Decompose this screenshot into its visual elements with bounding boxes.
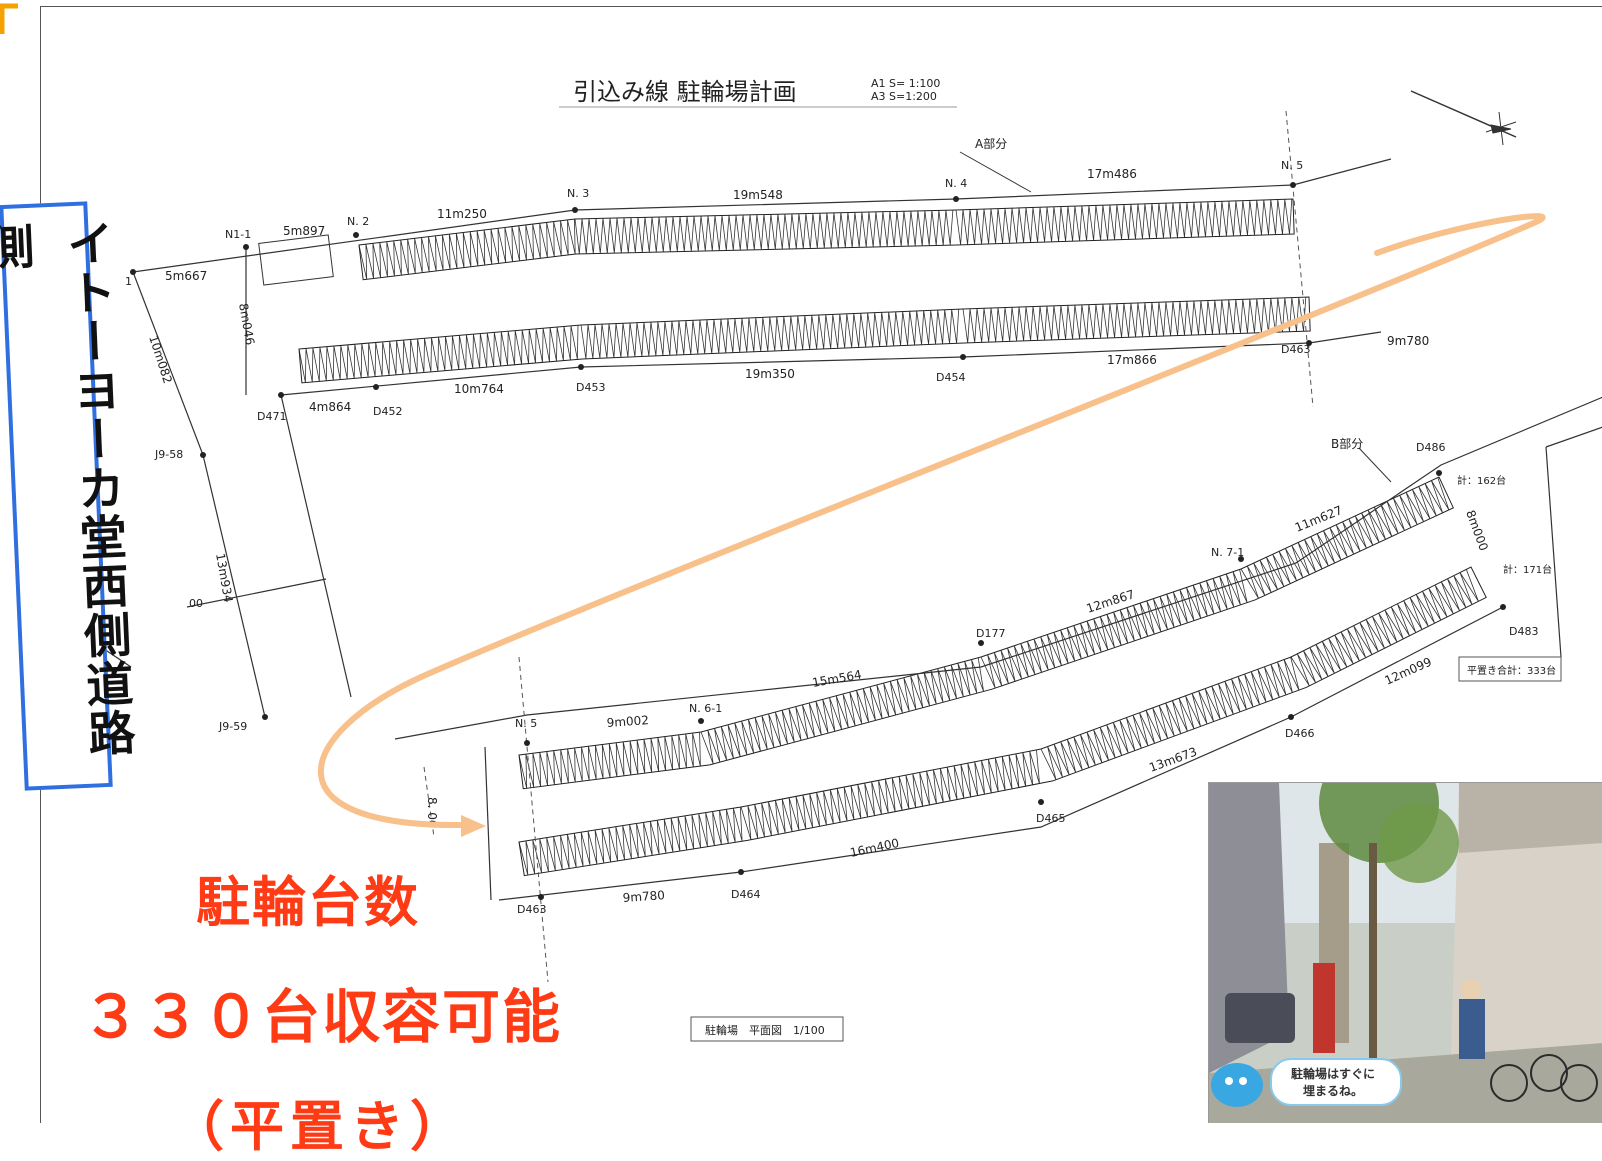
dimension-label: 13m673	[1147, 745, 1199, 775]
dimension-label: 5m897	[283, 224, 325, 238]
point-label: D486	[1416, 441, 1445, 454]
bike-row-outline	[298, 296, 1311, 384]
parking-row-b-lower	[518, 566, 1487, 877]
point-label: N. 5	[1281, 159, 1303, 172]
point-label: N. 3	[567, 187, 589, 200]
side-road-label-text: イトーヨーカ堂西側道路側	[0, 218, 136, 760]
point-label: D177	[976, 627, 1005, 640]
dimension-label: 9m780	[622, 888, 665, 905]
point-label: J9-59	[218, 720, 247, 733]
street-photo-image: 駐輪場はすぐに 埋まるね。	[1209, 783, 1602, 1123]
point-label: 1	[125, 275, 132, 288]
dimension-label: 11m627	[1293, 503, 1344, 535]
bike-slot-hatching	[358, 198, 1293, 280]
dimension-label: 5m667	[165, 269, 207, 283]
bike-row-outline	[358, 198, 1295, 281]
photo-caption-1: 駐輪場はすぐに	[1291, 1066, 1375, 1081]
capacity-text: ３３０台収容可能	[82, 983, 563, 1051]
point-label: N. 4	[945, 177, 967, 190]
point-label: 00	[189, 597, 203, 610]
scale-a3: A3 S=1:200	[871, 90, 937, 103]
parking-row-a-lower	[298, 296, 1311, 384]
dimension-label: 19m548	[733, 188, 783, 202]
point-label: D471	[257, 410, 286, 423]
bike-row-outline	[518, 566, 1487, 877]
dimension-label: 16m400	[849, 836, 901, 860]
north-arrow-icon	[1410, 90, 1517, 146]
parking-plan-drawing: 引込み線 駐輪場計画 A1 S= 1:100 A3 S=1:200	[41, 77, 1602, 1042]
dimension-label: 4m864	[309, 400, 351, 414]
point-label: D465	[1036, 812, 1065, 825]
corner-marker	[0, 3, 18, 34]
bike-row-outline	[518, 476, 1454, 790]
part-b-label: B部分	[1331, 436, 1363, 451]
plan-caption: 駐輪場 平面図 1/100	[705, 1023, 825, 1037]
dimension-label: 9m002	[606, 713, 649, 730]
dimension-label: 13m934	[213, 552, 235, 604]
dimension-label: 10m082	[146, 334, 175, 386]
flow-arrow	[317, 213, 1546, 829]
point-label: D483	[1509, 625, 1538, 638]
dimension-label: 17m866	[1107, 353, 1157, 367]
drawing-sheet: 引込み線 駐輪場計画 A1 S= 1:100 A3 S=1:200	[40, 6, 1602, 1123]
point-label: D452	[373, 405, 402, 418]
point-label: D454	[936, 371, 965, 384]
dimension-label: 19m350	[745, 367, 795, 381]
point-label: D453	[576, 381, 605, 394]
side-road-label: イトーヨーカ堂西側道路側	[0, 201, 135, 791]
dimension-label: 8. 00	[425, 797, 439, 828]
drawing-title: 引込み線 駐輪場計画	[573, 78, 797, 106]
point-label: N. 7-1	[1211, 546, 1244, 559]
point-label: N. 2	[347, 215, 369, 228]
dimension-label: 15m564	[811, 668, 863, 690]
point-label: J9-58	[154, 448, 183, 461]
parking-row-a-upper	[358, 198, 1295, 281]
arrow-head-icon	[461, 815, 486, 837]
street-photo: 駐輪場はすぐに 埋まるね。	[1208, 782, 1602, 1123]
point-label: D463	[517, 903, 546, 916]
point-label: N. 5	[515, 717, 537, 730]
parking-row-b-upper	[518, 476, 1454, 790]
dimension-label: 9m780	[1387, 334, 1429, 348]
scale-a1: A1 S= 1:100	[871, 77, 940, 90]
dimension-label: 12m099	[1383, 655, 1434, 688]
point-label: D463	[1281, 343, 1310, 356]
dimension-label: 10m764	[454, 382, 504, 396]
point-label: N1-1	[225, 228, 251, 241]
photo-caption-2: 埋まるね。	[1303, 1083, 1363, 1098]
point-label: D466	[1285, 727, 1314, 740]
subtotal-1: 計：162台	[1457, 474, 1506, 487]
dimension-label: 8m046	[236, 302, 257, 346]
total-count: 平置き合計：333台	[1467, 664, 1556, 677]
dimension-label: 17m486	[1087, 167, 1137, 181]
count-heading: 駐輪台数	[196, 871, 420, 934]
dimension-label: 11m250	[437, 207, 487, 221]
point-label: D464	[731, 888, 760, 901]
subtotal-2: 計：171台	[1503, 563, 1552, 576]
dimension-label: 8m000	[1463, 508, 1491, 552]
part-a-label: A部分	[975, 136, 1007, 151]
point-label: N. 6-1	[689, 702, 722, 715]
